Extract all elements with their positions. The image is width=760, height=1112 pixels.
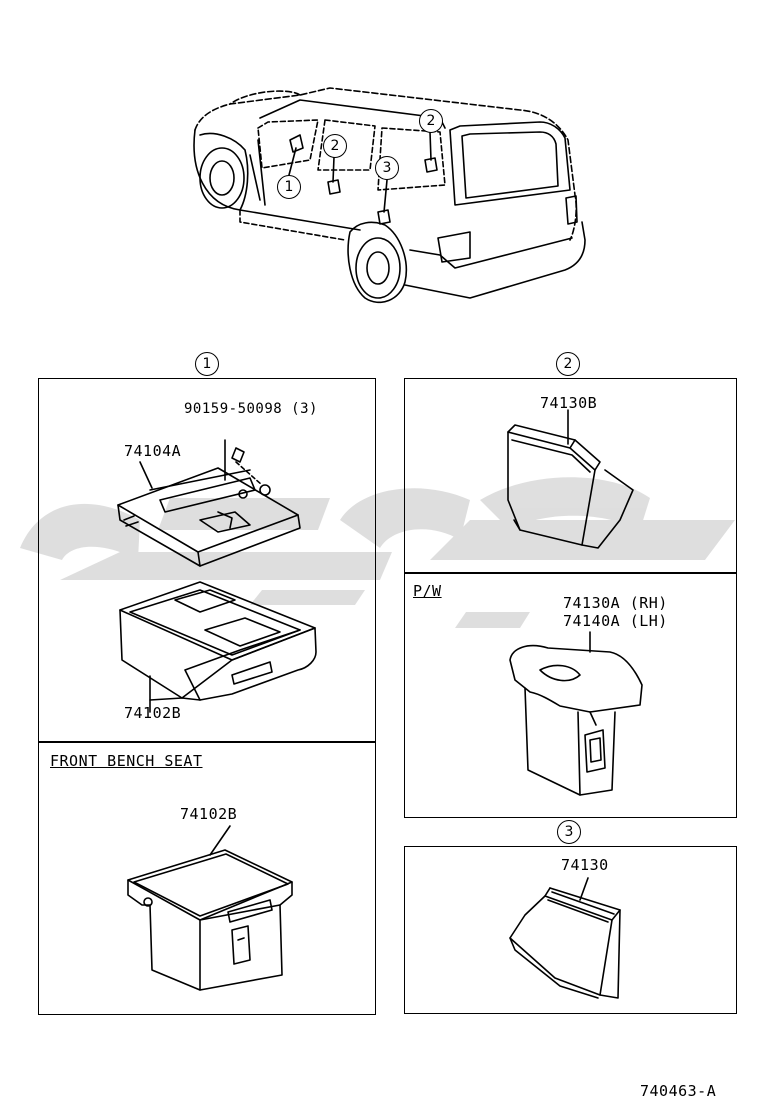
- ashtray-drawing-3: [509, 877, 621, 999]
- section-2-box: [404, 378, 737, 574]
- ashtray-drawing-1: [119, 581, 317, 713]
- section-1-box: [38, 378, 376, 743]
- callout-marker-1: 1: [277, 175, 301, 199]
- part-number-lh: 74140A (LH): [563, 612, 668, 630]
- callout-marker-2: 2: [323, 134, 347, 158]
- figure-code: 740463-A: [640, 1082, 717, 1100]
- bench-ashtray-part-number: 74102B: [180, 805, 238, 823]
- bolt-part-number: 90159-50098 (3): [184, 401, 318, 417]
- callout-marker-2-rear: 2: [419, 109, 443, 133]
- front-bench-seat-heading: FRONT BENCH SEAT: [50, 752, 203, 770]
- section-3-marker: 3: [557, 820, 581, 844]
- vehicle-illustration: [193, 87, 586, 304]
- callout-marker-3: 3: [375, 156, 399, 180]
- section-3-box: [404, 846, 737, 1014]
- ashtray-drawing-pw: [509, 631, 643, 796]
- power-window-box: [404, 572, 737, 818]
- bracket-part-number: 74104A: [124, 442, 182, 460]
- ashtray-part-number: 74102B: [124, 704, 182, 722]
- part-number-rh: 74130A (RH): [563, 594, 668, 612]
- section-2-part-number: 74130B: [540, 394, 598, 412]
- power-window-heading: P/W: [413, 582, 442, 600]
- front-bench-seat-box: [38, 741, 376, 1015]
- section-2-marker: 2: [556, 352, 580, 376]
- section-3-part-number: 74130: [561, 856, 609, 874]
- ashtray-drawing-bench: [127, 825, 293, 991]
- section-1-marker: 1: [195, 352, 219, 376]
- ashtray-drawing-2: [507, 409, 634, 549]
- bracket-drawing: [117, 439, 301, 567]
